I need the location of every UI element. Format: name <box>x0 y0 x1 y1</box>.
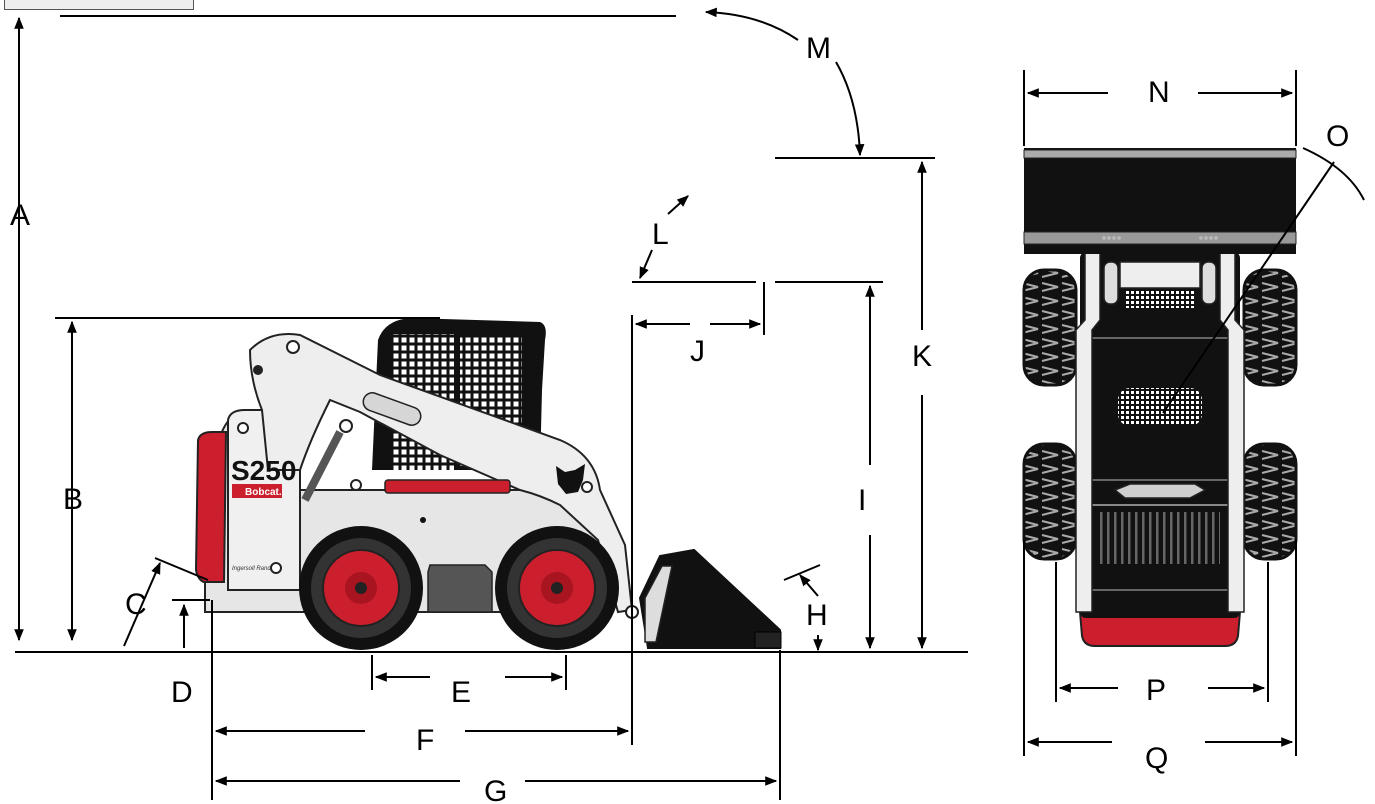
side-view-machine: S250 Bobcat. Ingersoll Rand <box>15 318 968 653</box>
side-step <box>427 564 493 613</box>
top-left-tab <box>4 0 194 10</box>
label-f: F <box>416 724 434 757</box>
pivot-pin <box>350 479 362 491</box>
top-cylinder-right <box>1201 261 1217 305</box>
top-bucket-edge <box>1023 149 1297 159</box>
top-cylinder-left <box>1103 261 1119 305</box>
top-wheel-left-front <box>1022 442 1078 561</box>
top-engine-grille <box>1100 512 1220 564</box>
pivot-pin <box>339 419 353 433</box>
top-step-plate <box>1113 483 1207 499</box>
label-q: Q <box>1145 742 1168 775</box>
label-l: L <box>652 218 669 251</box>
dimension-labels: A B C D E F G H I J K L M N O P Q <box>10 32 1349 804</box>
top-bucket-lip <box>1023 231 1297 245</box>
label-d: D <box>171 676 193 709</box>
label-e: E <box>451 676 471 709</box>
bucket-side-plate <box>644 565 673 643</box>
label-j: J <box>690 335 705 368</box>
pivot-pin <box>581 481 593 493</box>
top-lift-arm-right <box>1219 251 1245 613</box>
top-wheel-left-rear <box>1022 268 1078 387</box>
top-bucket-bolts <box>1102 236 1218 240</box>
cylinder-rod <box>301 430 344 502</box>
front-wheel <box>495 526 619 650</box>
label-b: B <box>63 483 83 516</box>
top-view-dimensions <box>1023 70 1365 756</box>
label-p: P <box>1146 674 1166 707</box>
pivot-pin <box>253 365 263 375</box>
top-bucket-mount <box>1119 261 1201 289</box>
top-bucket-mount-grip <box>1124 290 1196 308</box>
arm-slot <box>362 392 422 426</box>
body-bolt <box>420 517 426 523</box>
rear-wheel <box>299 526 423 650</box>
side-view-dimensions <box>14 7 935 800</box>
label-c: C <box>125 588 147 621</box>
pivot-pin <box>270 562 282 574</box>
top-lift-arm-left <box>1075 251 1101 613</box>
label-h: H <box>806 599 828 632</box>
top-wheel-right-rear <box>1242 268 1298 387</box>
brand-badge: Bobcat. <box>245 487 282 498</box>
pivot-pin <box>286 340 300 354</box>
label-o: O <box>1326 120 1349 153</box>
maker-mark: Ingersoll Rand <box>232 566 271 572</box>
label-n: N <box>1148 76 1170 109</box>
lift-arm <box>248 333 634 614</box>
bucket-cutting-edge <box>754 631 782 649</box>
label-m: M <box>806 32 831 65</box>
bucket <box>638 548 781 649</box>
rear-red-panel <box>194 431 228 583</box>
top-rear-bumper <box>1078 611 1242 647</box>
label-a: A <box>10 199 30 232</box>
top-wheel-right-front <box>1242 442 1298 561</box>
pivot-pin <box>237 422 249 434</box>
label-k: K <box>912 340 932 373</box>
model-badge: S250 <box>231 455 296 486</box>
brand-plate <box>232 484 282 498</box>
top-view-machine <box>1022 148 1298 647</box>
bobcat-logo-icon <box>556 464 585 494</box>
top-cab-roof-screen <box>1118 388 1202 426</box>
lift-cylinder <box>384 479 511 494</box>
label-i: I <box>858 484 866 517</box>
label-g: G <box>484 775 507 804</box>
